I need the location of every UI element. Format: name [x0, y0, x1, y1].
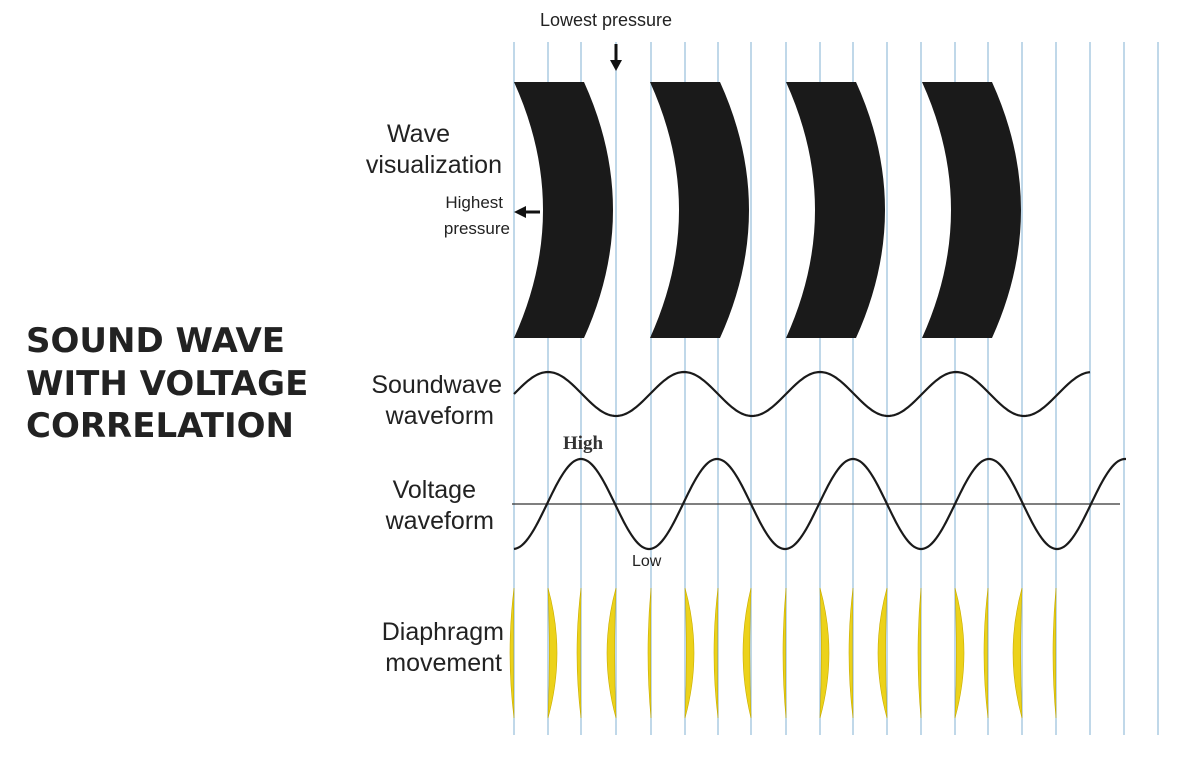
diaphragm-lens	[606, 587, 617, 719]
voltage-label-line-1: Voltage	[393, 476, 476, 504]
diaphragm-lens	[713, 587, 719, 719]
pressure-band	[922, 82, 1021, 338]
diaphragm-lens	[782, 587, 787, 719]
diagram-title-line-2: WITH VOLTAGE	[26, 364, 308, 404]
voltage-low-label: Low	[632, 553, 662, 570]
pressure-band	[786, 82, 885, 338]
highest-pressure-label-line-2: pressure	[444, 219, 510, 238]
voltage-label-line-2: waveform	[385, 507, 494, 535]
diaphragm-lens	[647, 587, 652, 719]
diaphragm-lens	[917, 587, 922, 719]
pressure-wave-bands	[514, 82, 1021, 338]
soundwave-label-line-2: waveform	[385, 402, 494, 430]
diaphragm-lens	[1052, 587, 1057, 719]
diaphragm-lens	[819, 587, 830, 719]
diaphragm-lens	[576, 587, 582, 719]
diaphragm-lens	[509, 587, 515, 719]
diaphragm-lens	[848, 587, 854, 719]
highest-pressure-label-line-1: Highest	[445, 193, 503, 212]
diagram-title-line-3: CORRELATION	[26, 406, 294, 446]
wave-visualization-label-line-2: visualization	[366, 151, 502, 179]
diaphragm-lens	[983, 587, 989, 719]
diaphragm-lens	[684, 587, 695, 719]
diaphragm-label-line-2: movement	[385, 649, 502, 677]
diaphragm-lens	[877, 587, 888, 719]
diaphragm-shapes	[509, 587, 1057, 719]
pressure-band	[514, 82, 613, 338]
voltage-high-label: High	[563, 433, 604, 454]
diaphragm-lens	[1012, 587, 1023, 719]
diaphragm-lens	[547, 587, 558, 719]
voltage-curve	[513, 457, 1126, 551]
soundwave-label-line-1: Soundwave	[371, 371, 502, 399]
wave-visualization-label-line-1: Wave	[387, 120, 450, 148]
diaphragm-label-line-1: Diaphragm	[382, 618, 504, 646]
lowest-pressure-arrow-icon	[610, 44, 622, 71]
pressure-band	[650, 82, 749, 338]
lowest-pressure-label: Lowest pressure	[540, 10, 672, 30]
diaphragm-lens	[954, 587, 965, 719]
soundwave-curve	[513, 370, 1091, 418]
diagram-title-line-1: SOUND WAVE	[26, 321, 285, 361]
diaphragm-lens	[742, 587, 752, 719]
highest-pressure-arrow-icon	[514, 206, 540, 218]
